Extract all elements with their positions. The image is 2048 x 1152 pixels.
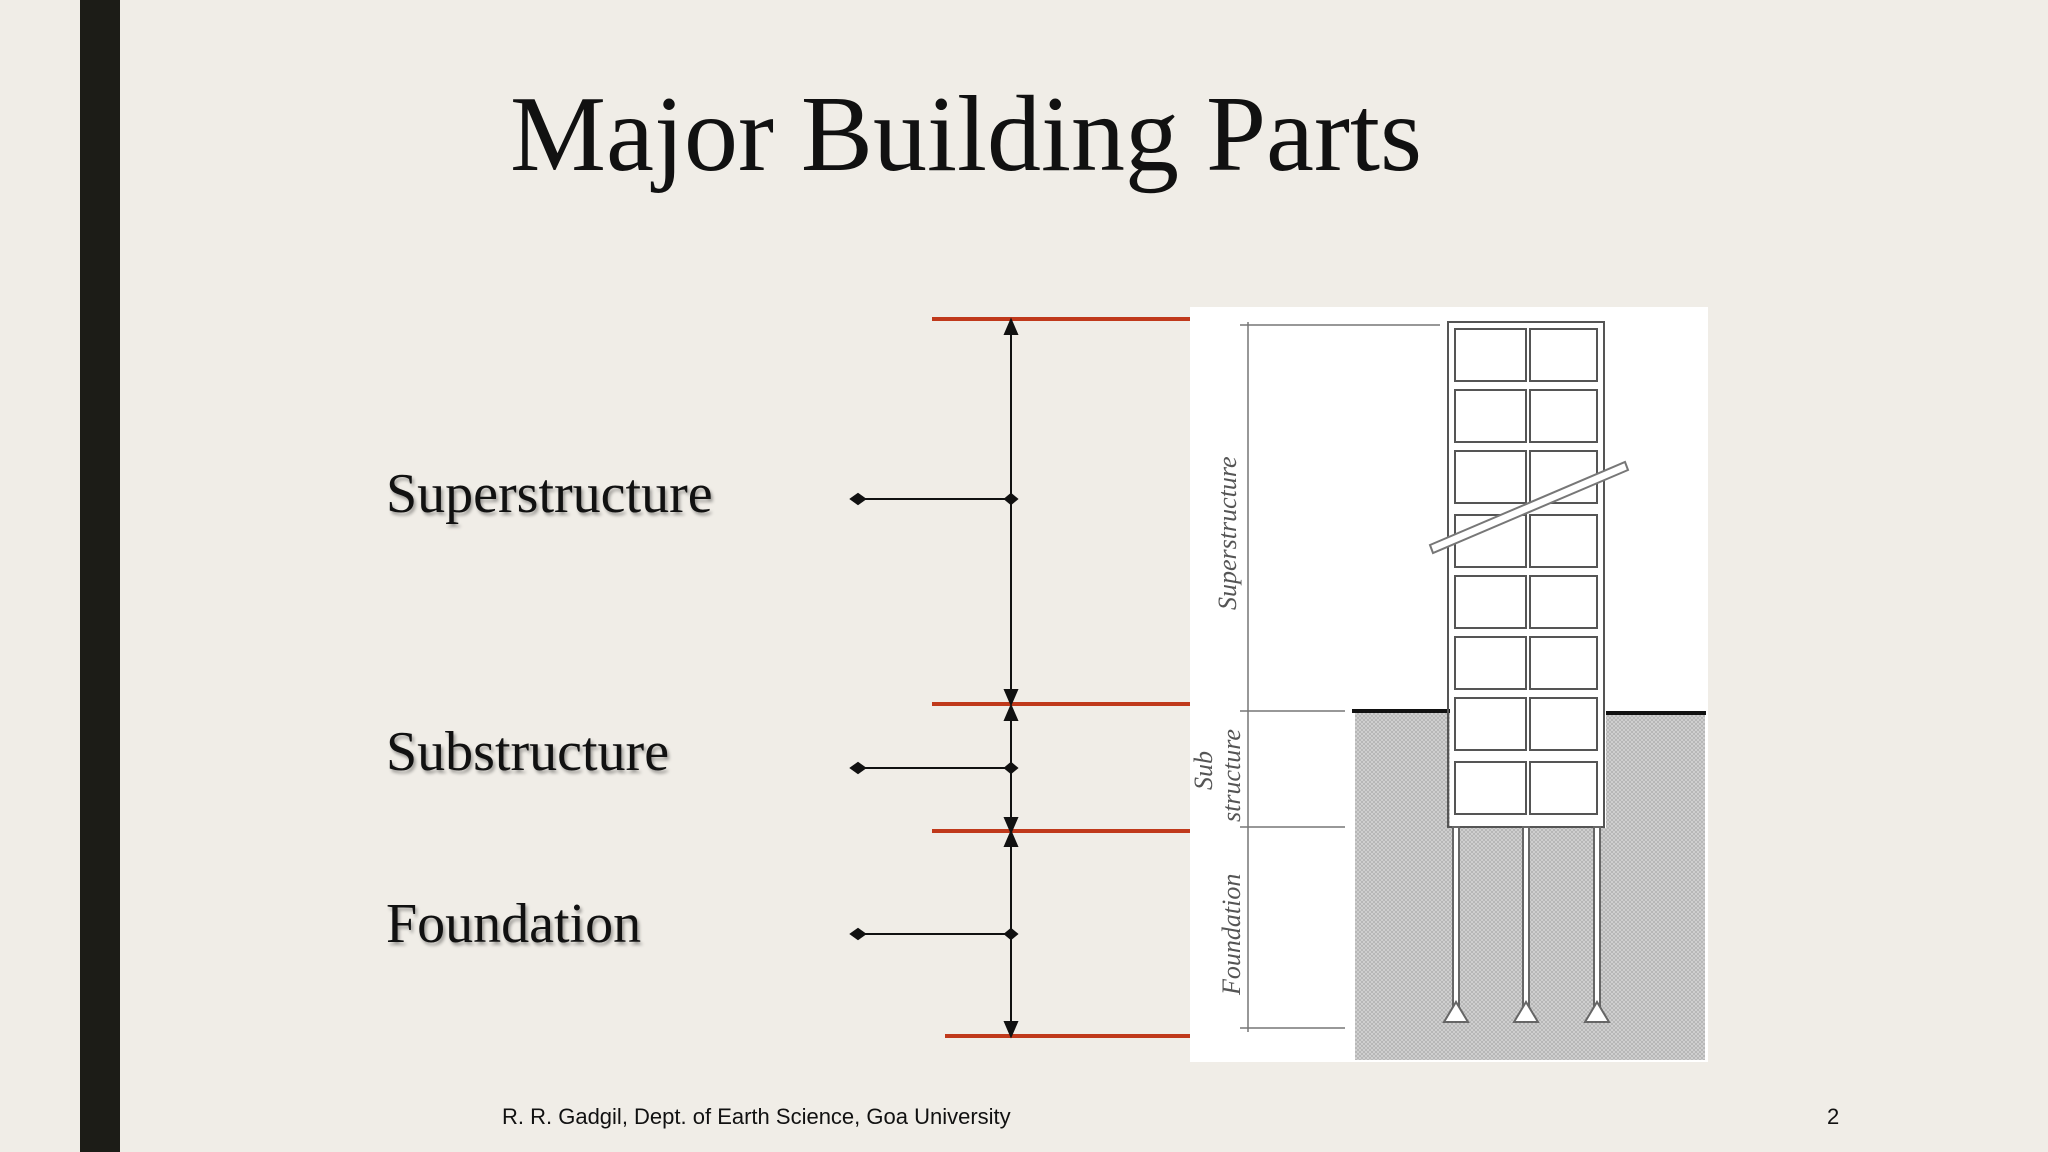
label-substructure: Substructure: [386, 721, 670, 783]
accent-bar: [80, 0, 120, 1152]
leader-lines: [849, 492, 1019, 941]
break-lines: [1428, 460, 1630, 555]
figure-label-foundation: Foundation: [1217, 874, 1246, 996]
building-figure: Superstructure Sub structure Foundation: [1189, 307, 1708, 1062]
figure-label-structure: structure: [1217, 729, 1246, 822]
piles: [1442, 826, 1611, 1023]
figure-label-sub: Sub: [1189, 751, 1218, 790]
ground-line-left: [1352, 709, 1450, 713]
page-number: 2: [1827, 1104, 1840, 1129]
label-superstructure: Superstructure: [386, 463, 713, 525]
figure-dimension-lines: [1240, 322, 1440, 1032]
figure-label-superstructure: Superstructure: [1213, 456, 1242, 610]
ground-line-right: [1604, 711, 1706, 715]
red-dividers: [932, 317, 1190, 1038]
footer-credit: R. R. Gadgil, Dept. of Earth Science, Go…: [502, 1104, 1011, 1129]
label-foundation: Foundation: [386, 893, 642, 955]
slide-title: Major Building Parts: [510, 75, 1422, 194]
